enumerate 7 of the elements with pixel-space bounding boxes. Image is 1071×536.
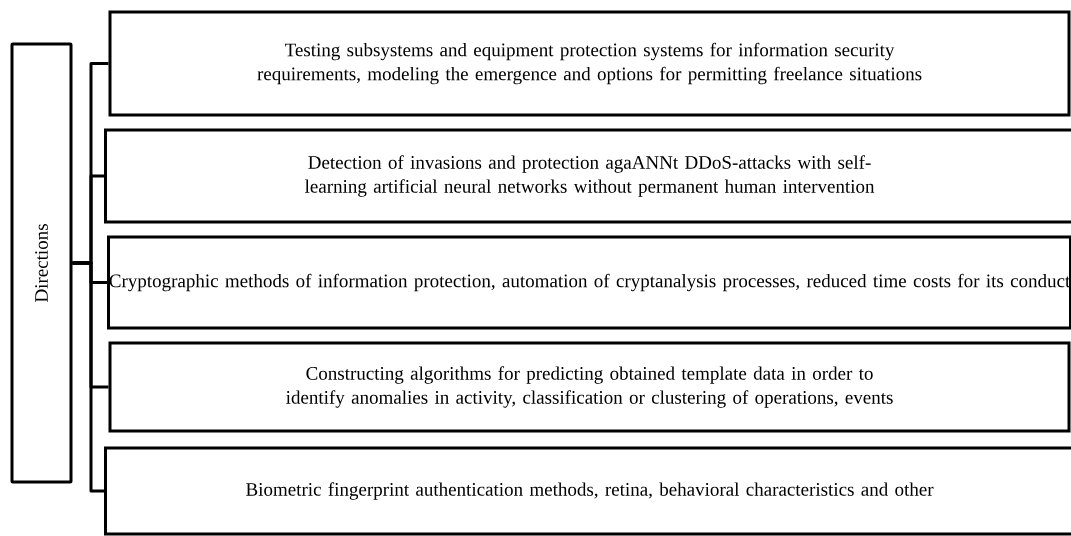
direction-box: Testing subsystems and equipment protection systems for information security requirements, modeling the emergence and options for permitting freelance situations <box>108 10 1071 117</box>
connector-line <box>72 261 104 493</box>
direction-box: Cryptographic methods of information protection, automation of cryptanalysis processes, reduced time costs for its conduct <box>107 235 1071 330</box>
direction-box: Biometric fingerprint authentication methods, retina, behavioral characteristics and other <box>104 446 1071 536</box>
direction-box: Constructing algorithms for predicting obtained template data in order to identify anomalies in activity, classification or clustering of operations, events <box>108 341 1071 433</box>
direction-box: Detection of invasions and protection agaANNt DDoS-attacks with self-learning artificial neural networks without permanent human intervention <box>104 128 1071 224</box>
category-box: Directions <box>10 42 73 484</box>
